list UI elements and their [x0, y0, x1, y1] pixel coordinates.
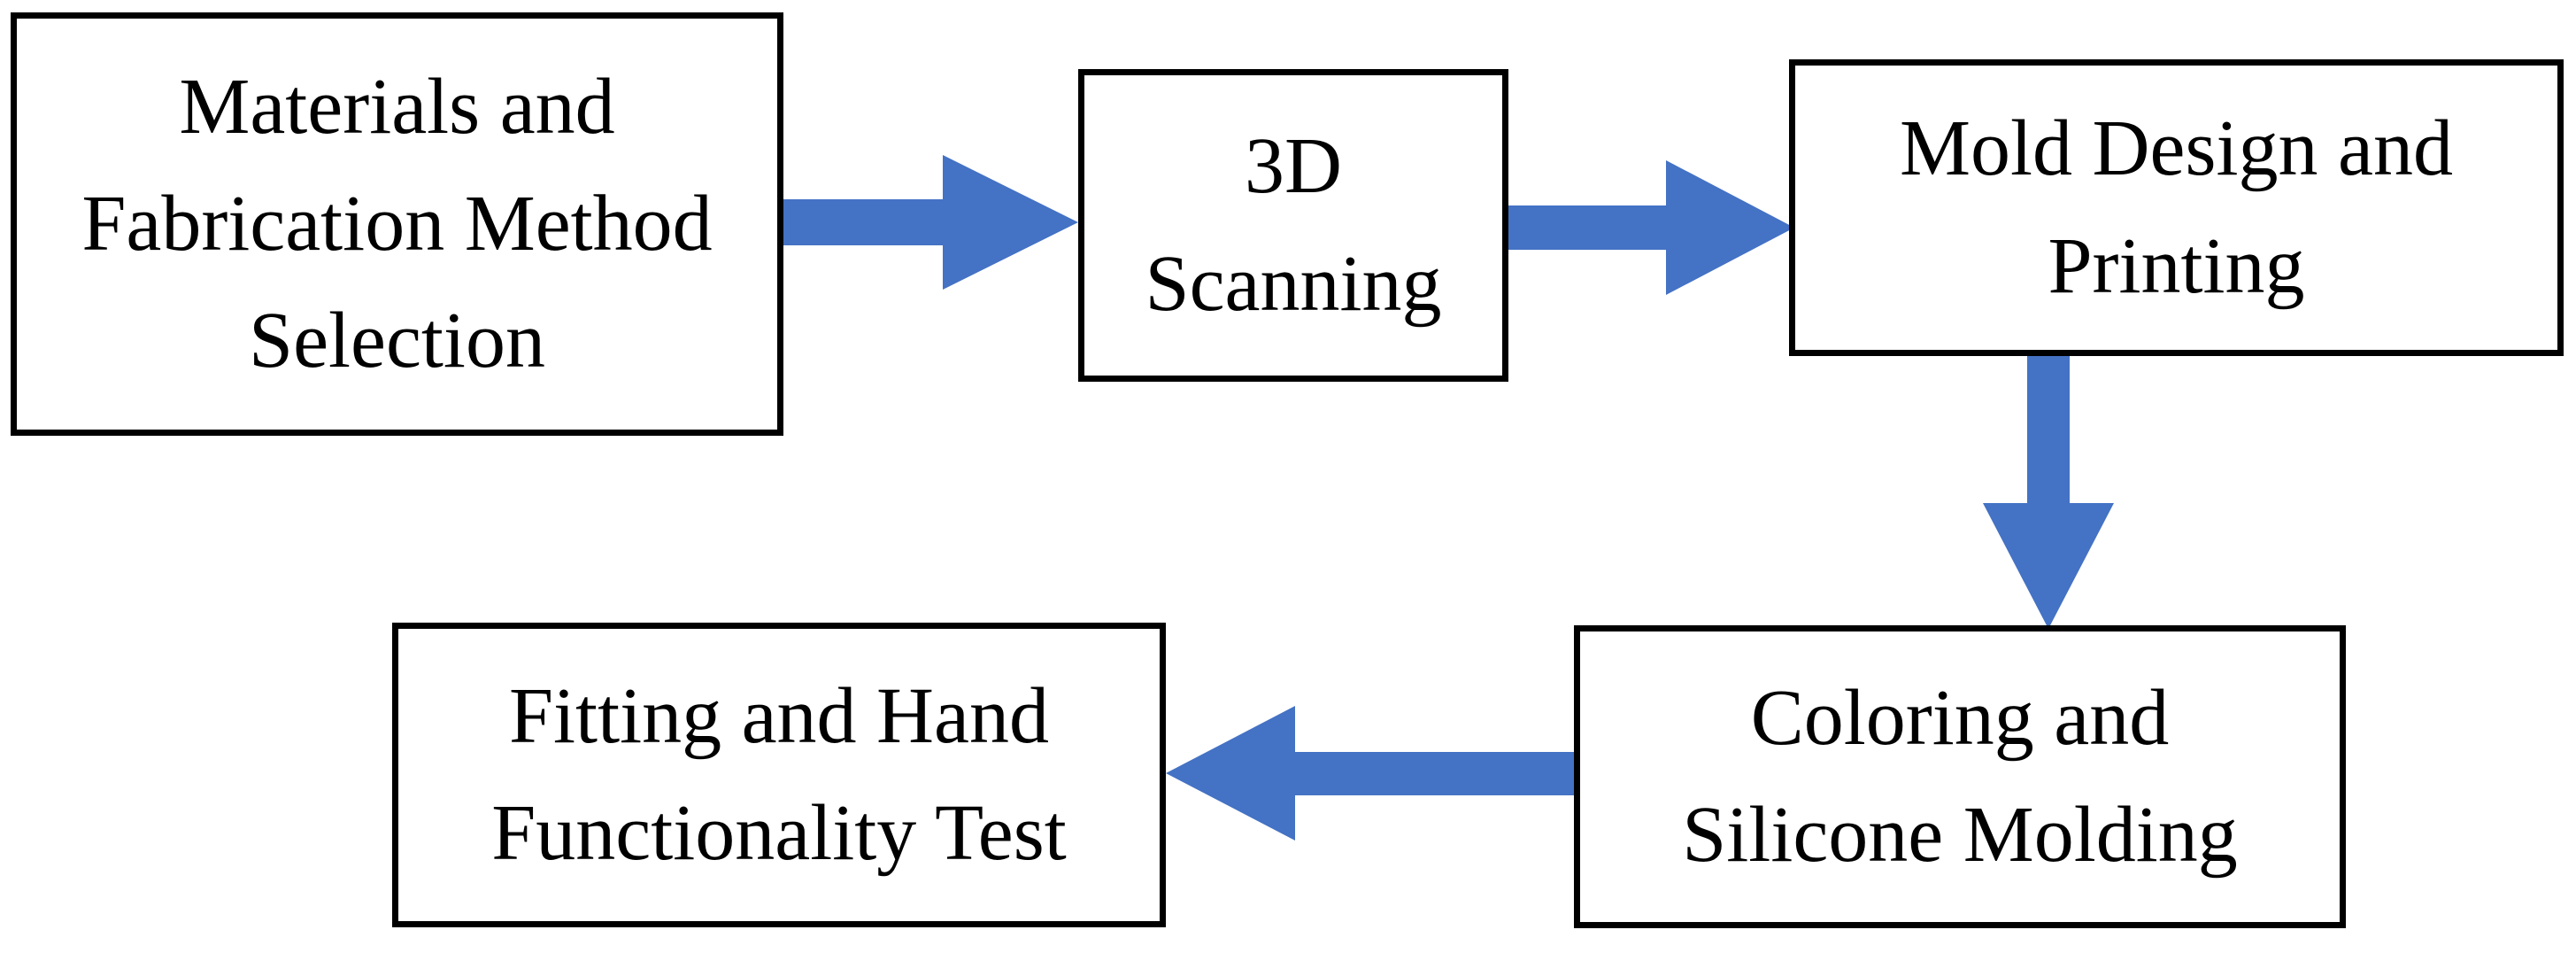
arrow-coloring-to-fitting-icon — [1166, 706, 1577, 841]
node-fitting-hand-functionality-test: Fitting and Hand Functionality Test — [392, 623, 1166, 927]
node-label: 3D Scanning — [1145, 122, 1442, 328]
arrow-materials-to-scanning-icon — [783, 155, 1078, 290]
node-mold-design-printing: Mold Design and Printing — [1789, 59, 2564, 356]
node-label: Coloring and Silicone Molding — [1682, 673, 2238, 879]
node-coloring-silicone-molding: Coloring and Silicone Molding — [1574, 625, 2346, 928]
node-3d-scanning: 3D Scanning — [1078, 69, 1508, 382]
node-label: Fitting and Hand Functionality Test — [491, 671, 1067, 877]
node-materials-fabrication-selection: Materials and Fabrication Method Selecti… — [11, 12, 783, 436]
node-label: Materials and Fabrication Method Selecti… — [81, 62, 713, 385]
node-label: Mold Design and Printing — [1900, 105, 2453, 310]
arrow-mold-to-coloring-icon — [1983, 354, 2114, 629]
arrow-scanning-to-mold-icon — [1508, 160, 1794, 295]
